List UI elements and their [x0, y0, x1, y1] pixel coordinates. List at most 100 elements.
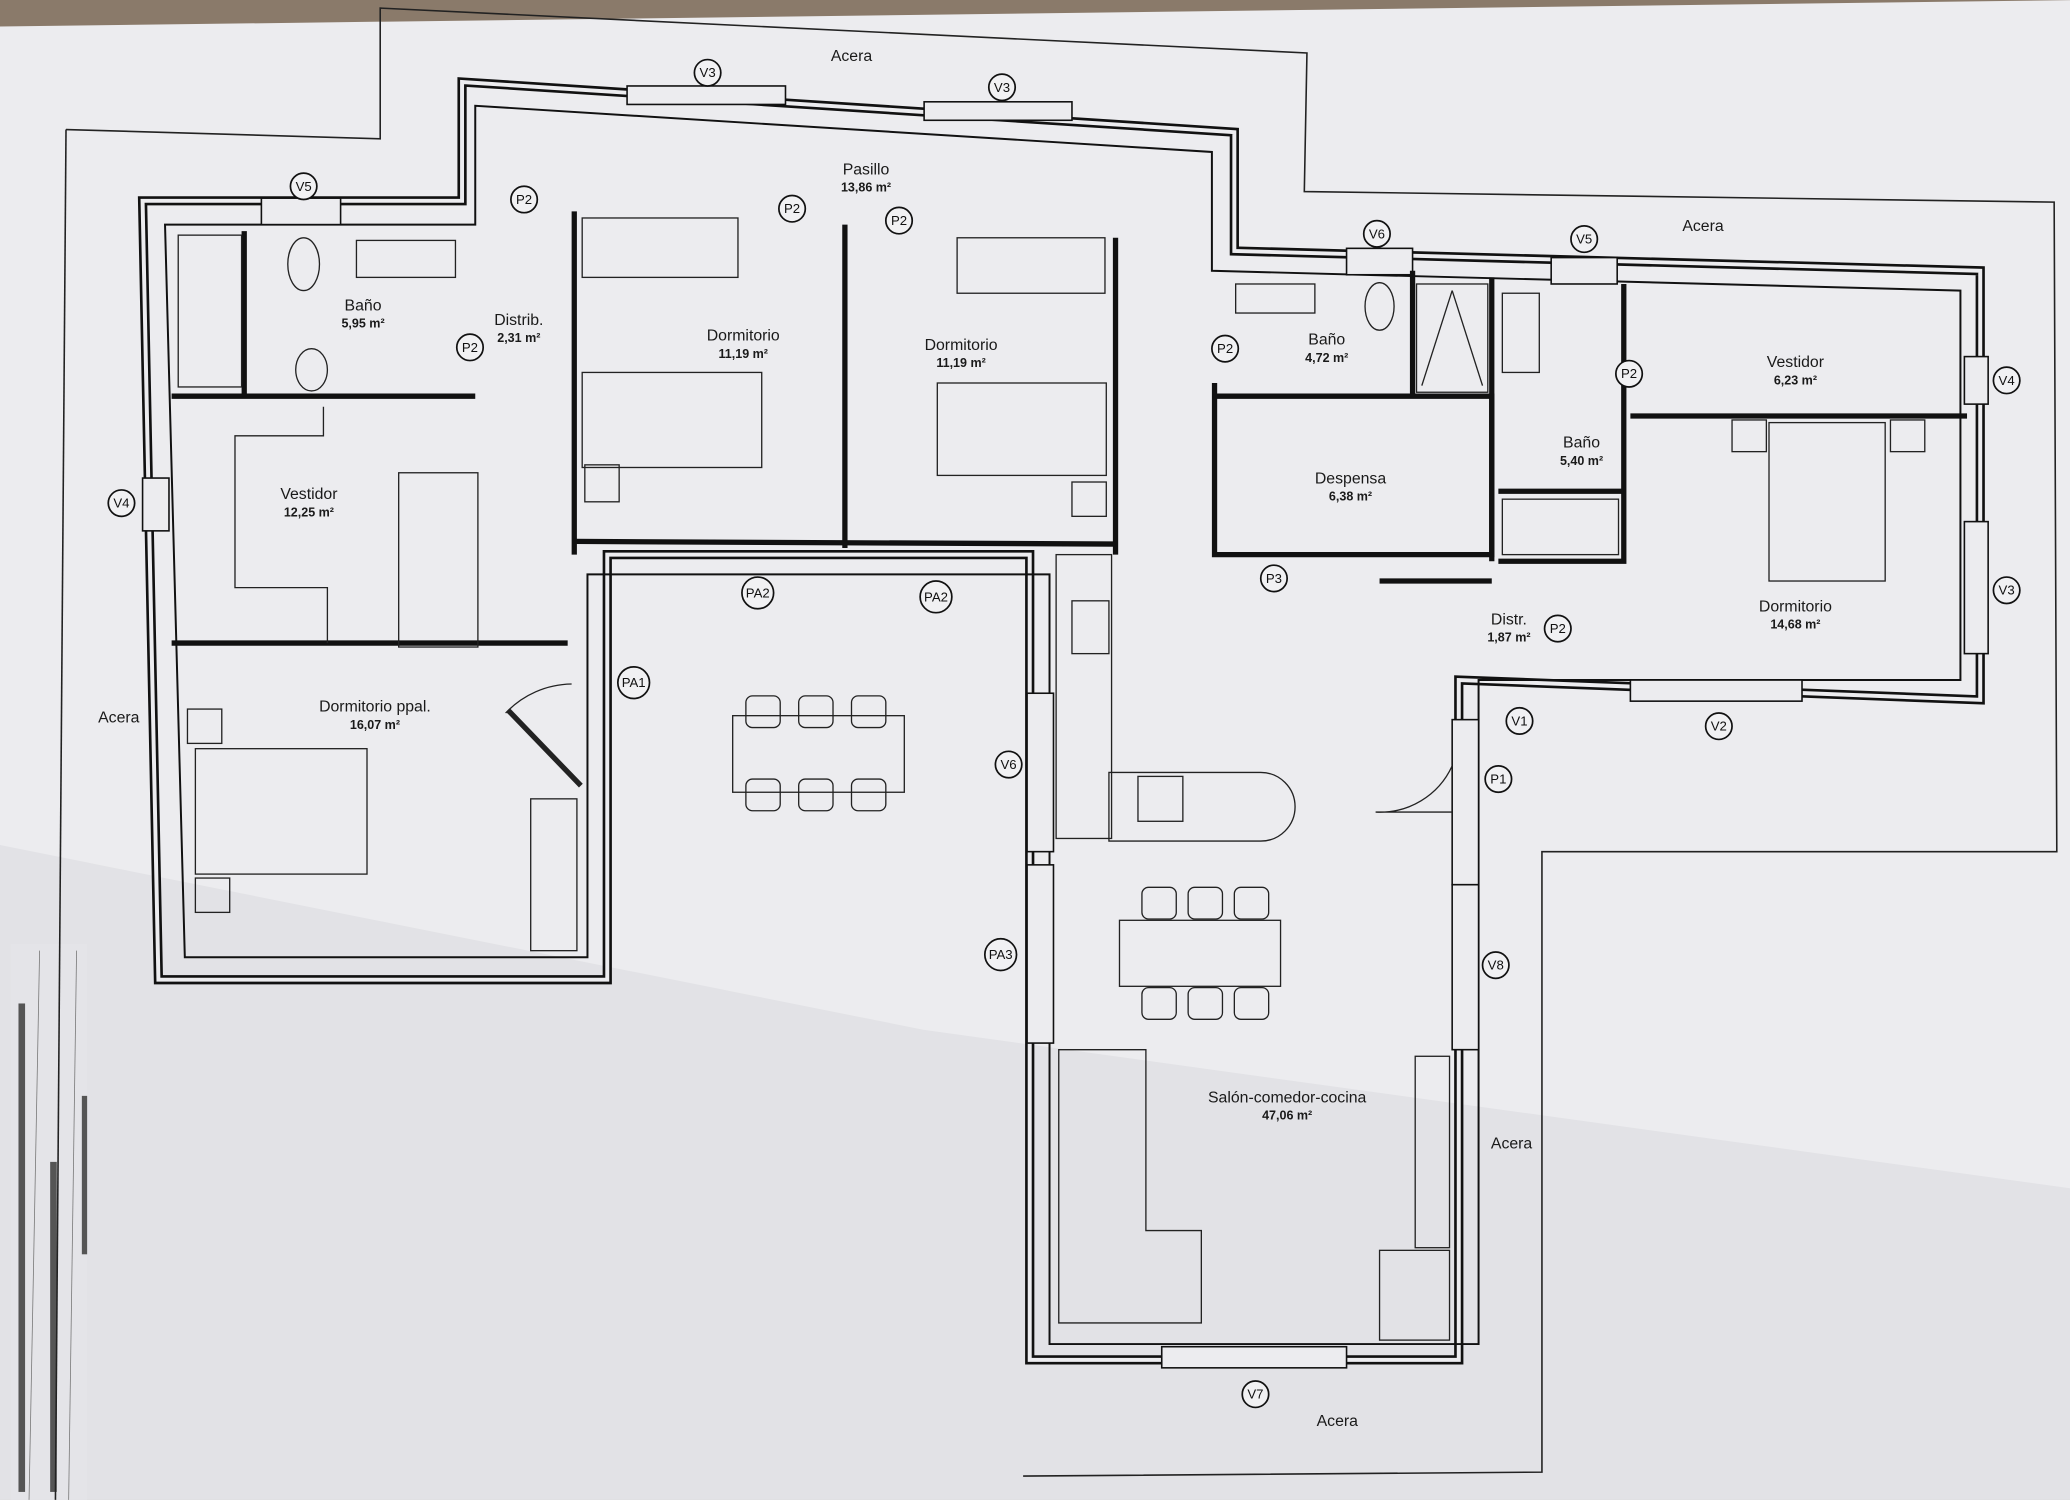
- room-name: Baño: [1563, 435, 1600, 452]
- marker-code: PA2: [924, 589, 948, 604]
- marker-code: P2: [1550, 621, 1566, 636]
- opening-marker: PA3: [983, 937, 1018, 972]
- sidewalk-label: Acera: [831, 48, 873, 65]
- marker-circle: [455, 333, 485, 362]
- dining-table: [732, 715, 905, 793]
- chair: [1187, 986, 1224, 1020]
- opening-marker: P2: [778, 194, 807, 223]
- room-area: 6,38 m²: [1329, 489, 1372, 503]
- opening-marker: PA2: [741, 576, 775, 610]
- bathtub: [177, 234, 243, 388]
- plot-boundary: [65, 7, 2058, 1477]
- bed: [194, 748, 368, 875]
- marker-circle: [693, 58, 722, 87]
- opening-marker: V5: [289, 172, 318, 201]
- marker-code: V8: [1488, 958, 1504, 973]
- room-area: 11,19 m²: [719, 347, 768, 361]
- room-name: Dormitorio ppal.: [319, 699, 431, 716]
- room-area: 13,86 m²: [841, 181, 891, 195]
- marker-circle: [1211, 334, 1240, 363]
- room-name: Vestidor: [280, 486, 338, 503]
- marker-circle: [1484, 764, 1513, 794]
- room-label: Distr.1,87 m²: [1487, 612, 1530, 645]
- room-area: 14,68 m²: [1770, 618, 1820, 632]
- windows: [141, 85, 1989, 1369]
- chair: [1233, 886, 1270, 920]
- bed: [936, 382, 1107, 477]
- marker-circle: [1481, 951, 1510, 980]
- chair: [850, 695, 887, 729]
- marker-circle: [884, 206, 914, 235]
- opening-marker: V7: [1241, 1380, 1270, 1409]
- room-name: Dormitorio: [707, 328, 780, 345]
- marker-circle: [1241, 1380, 1270, 1409]
- chair: [745, 778, 781, 812]
- sofa: [1058, 1049, 1202, 1324]
- room-name: Despensa: [1315, 470, 1386, 487]
- opening-marker: P1: [1484, 764, 1513, 794]
- room-area: 4,72 m²: [1305, 351, 1348, 365]
- marker-code: V6: [1369, 226, 1385, 241]
- marker-code: V3: [700, 65, 716, 80]
- opening-marker: V6: [1362, 219, 1391, 248]
- marker-circle: [919, 580, 953, 614]
- chair: [1141, 986, 1177, 1020]
- room-name: Vestidor: [1767, 354, 1825, 371]
- marker-circle: [1704, 712, 1733, 741]
- room-name: Pasillo: [843, 161, 890, 178]
- marker-code: V5: [296, 179, 312, 194]
- opening-marker: P2: [1543, 614, 1572, 643]
- marker-circle: [994, 750, 1023, 779]
- marker-code: V5: [1576, 232, 1592, 247]
- marker-code: PA2: [746, 585, 770, 600]
- marker-code: V1: [1511, 713, 1527, 728]
- opening-marker: P2: [1615, 359, 1644, 388]
- chair: [798, 778, 834, 812]
- chairs: [745, 695, 1270, 1020]
- room-area: 2,31 m²: [497, 331, 540, 345]
- room-name: Dormitorio: [1759, 598, 1832, 615]
- room-label: Dormitorio 11,19 m²: [707, 328, 780, 361]
- kitchen-island: [1108, 771, 1296, 842]
- chair: [745, 695, 781, 729]
- marker-code: V3: [994, 80, 1010, 95]
- marker-circle: [616, 665, 651, 700]
- opening-marker: V1: [1505, 706, 1534, 736]
- room-name: Baño: [345, 297, 382, 314]
- dining-table: [1118, 919, 1282, 987]
- door-swing: [505, 683, 572, 714]
- marker-circle: [1259, 564, 1289, 593]
- marker-code: P2: [1217, 341, 1233, 356]
- marker-circle: [1570, 225, 1599, 254]
- opening-marker: V3: [693, 58, 722, 87]
- marker-code: V4: [1999, 373, 2015, 388]
- opening-marker: P2: [884, 206, 914, 235]
- marker-circle: [778, 194, 807, 223]
- marker-circle: [1992, 366, 2021, 395]
- marker-circle: [741, 576, 775, 610]
- chair: [850, 778, 887, 812]
- room-area: 12,25 m²: [284, 505, 334, 519]
- marker-code: P2: [462, 340, 478, 355]
- marker-circle: [1992, 576, 2021, 605]
- marker-circle: [1543, 614, 1572, 643]
- chair: [1233, 986, 1270, 1020]
- sink: [1235, 283, 1316, 314]
- room-area: 1,87 m²: [1487, 631, 1530, 645]
- marker-code: PA1: [622, 675, 646, 690]
- stamp-strip: [10, 944, 88, 1500]
- sidewalk-label: Acera: [1317, 1413, 1359, 1430]
- opening-marker: P2: [455, 333, 485, 362]
- room-name: Baño: [1308, 332, 1345, 349]
- double-sink: [355, 239, 457, 279]
- opening-marker: P3: [1259, 564, 1289, 593]
- chair: [1141, 886, 1177, 920]
- marker-circle: [1615, 359, 1644, 388]
- opening-marker: P2: [1211, 334, 1240, 363]
- marker-circle: [987, 73, 1017, 102]
- room-label: Vestidor 12,25 m²: [280, 486, 338, 519]
- toilet: [295, 348, 329, 392]
- chair: [798, 695, 834, 729]
- room-label: Baño 4,72 m²: [1305, 332, 1348, 365]
